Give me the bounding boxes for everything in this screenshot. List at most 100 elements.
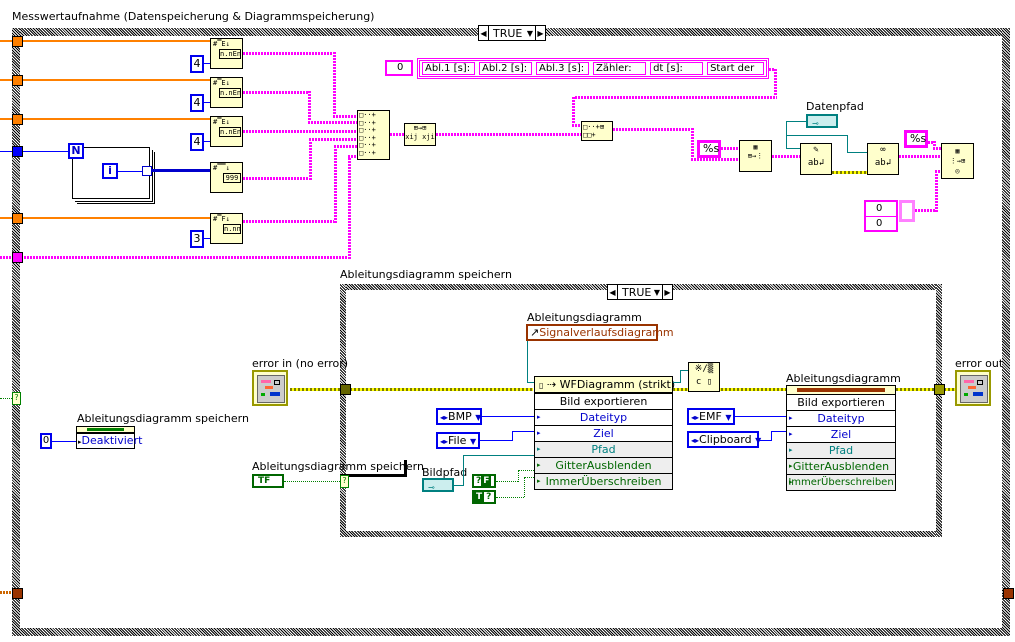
header-item[interactable]: dt [s]: (650, 62, 704, 75)
wire-target-2h (771, 431, 786, 432)
loop-count-terminal: N (68, 143, 84, 159)
header-item[interactable]: Abl.3 [s]: (536, 62, 590, 75)
array-constant-2d[interactable]: 0 0 (864, 200, 898, 232)
transpose-array-node[interactable]: ⊞→⊞xij xji (404, 123, 436, 146)
array-to-spreadsheet-string-node[interactable]: ▦⊞→⋮ (739, 140, 772, 172)
decrement-arrow-icon[interactable]: ◀ (608, 285, 618, 299)
datenpfad-path-control[interactable]: ⊸ (806, 114, 838, 128)
param-gitter[interactable]: ▸GitterAusblenden (535, 458, 672, 474)
param-gitter[interactable]: ▸GitterAusblenden (787, 459, 895, 475)
inner-case-selector[interactable]: ◀ TRUE ▼ ▶ (607, 284, 673, 300)
case-value: TRUE (493, 26, 523, 40)
outer-frame-bottom (12, 628, 1010, 636)
bool-control-terminal[interactable]: TF (252, 474, 284, 488)
filetype-enum-2[interactable]: ◂▸EMF ▼ (687, 408, 735, 425)
property-class-bar (87, 428, 124, 431)
dropdown-arrow-icon[interactable]: ▼ (526, 28, 533, 38)
reference-arrow-icon: ↗ (530, 326, 540, 339)
wire-pink-ba2-h (691, 158, 739, 161)
wire-pink-fmt1 (721, 147, 739, 150)
param-ueberschreiben[interactable]: ▸ImmerÜberschreiben (787, 475, 895, 490)
param-pfad[interactable]: ▸Pfad (787, 443, 895, 459)
array-index-1[interactable]: 0 (866, 202, 896, 217)
build-array-node[interactable]: □··+□··+□··+□··+□··+□··+ (357, 110, 390, 160)
property-node-header[interactable] (76, 426, 135, 433)
decrement-arrow-icon[interactable]: ◀ (479, 26, 489, 40)
wire-pink-input (0, 256, 350, 259)
format-string-constant-2[interactable]: %s (904, 130, 928, 148)
wire-pink-f4h (309, 138, 358, 141)
wire-pink-f5v (334, 145, 337, 223)
error-in-cluster[interactable] (252, 370, 288, 406)
invoke-node-1-header[interactable]: ▯ ⇢ WFDiagramm (strikt) (534, 376, 675, 393)
wire-orange-1 (0, 40, 210, 42)
chart-reference-constant[interactable]: ↗Signalverlaufsdiagramm (526, 324, 674, 341)
wire-orange-3 (0, 118, 210, 120)
array-index-2[interactable]: 0 (876, 218, 883, 229)
case-selector-line (340, 460, 407, 477)
bool-false-constant[interactable]: ?F (472, 474, 496, 488)
param-dateityp[interactable]: ▸Dateityp (535, 410, 672, 426)
param-ueberschreiben[interactable]: ▸ImmerÜberschreiben (535, 474, 672, 489)
param-ziel[interactable]: ▸Ziel (787, 427, 895, 443)
build-array-concat-node[interactable]: □··+⊞□□+ (581, 121, 613, 141)
param-pfad[interactable]: ▸Pfad (535, 442, 672, 458)
invoke-node-1-body[interactable]: Bild exportieren ▸Dateityp ▸Ziel ▸Pfad ▸… (534, 393, 673, 490)
tunnel-orange-3 (12, 114, 23, 125)
header-array-constant[interactable]: Abl.1 [s]: Abl.2 [s]: Abl.3 [s]: Zähler:… (417, 58, 769, 79)
precision-constant-5[interactable]: 3 (190, 230, 204, 248)
read-text-file-node[interactable]: ∞ab↲ (867, 143, 899, 175)
tunnel-orange-2 (12, 75, 23, 86)
invoke-node-2-body[interactable]: Bild exportieren ▸Dateityp ▸Ziel ▸Pfad ▸… (786, 394, 896, 491)
array-element-constant[interactable] (899, 200, 915, 222)
header-item[interactable]: Abl.1 [s]: (422, 62, 476, 75)
case-selector-terminal-outer: ? (12, 392, 21, 405)
precision-constant-2[interactable]: 4 (190, 94, 204, 112)
wire-teal-close-v (680, 370, 681, 383)
param-ziel[interactable]: ▸Ziel (535, 426, 672, 442)
increment-arrow-icon[interactable]: ▶ (535, 26, 545, 40)
number-to-exp-string-node-1[interactable]: #▔E↓n.nEn (210, 38, 243, 69)
bildpfad-path-control[interactable]: ⊸ (422, 478, 454, 492)
property-node-label: Ableitungsdiagramm speichern (77, 412, 249, 425)
target-enum-2[interactable]: ◂▸Clipboard ▼ (687, 431, 761, 448)
inner-frame-right (936, 284, 942, 537)
format-string-constant-1[interactable]: %s (697, 140, 721, 158)
wire-bool-false-v (518, 470, 519, 482)
number-to-exp-string-node-3[interactable]: #▔E↓n.nEn (210, 116, 243, 147)
close-reference-node[interactable]: ※/▒c ▯ (688, 362, 720, 392)
header-item[interactable]: Start der (707, 62, 765, 75)
bool-true-constant[interactable]: T? (472, 490, 496, 504)
outer-frame-left (12, 28, 20, 636)
target-enum-1[interactable]: ◂▸File ▼ (436, 432, 480, 449)
precision-constant-1[interactable]: 4 (190, 55, 204, 73)
wire-pink-hdr-h2 (572, 124, 582, 127)
param-dateityp[interactable]: ▸Dateityp (787, 411, 895, 427)
increment-arrow-icon[interactable]: ▶ (662, 285, 672, 299)
case-selector-terminal-inner: ? (340, 475, 349, 488)
spreadsheet-string-to-array-node[interactable]: ▦⋮→⊞◎ (941, 143, 974, 179)
error-out-cluster[interactable] (955, 370, 991, 406)
header-item[interactable]: Zähler: (593, 62, 647, 75)
dropdown-arrow-icon[interactable]: ▼ (653, 287, 660, 297)
header-array-index[interactable]: 0 (385, 60, 413, 76)
tunnel-blue (12, 146, 23, 157)
write-text-file-node[interactable]: ✎ab↲ (800, 143, 832, 175)
path-icon: ⊸ (812, 119, 819, 128)
tunnel-error-out (934, 384, 945, 395)
precision-constant-3[interactable]: 4 (190, 133, 204, 151)
wire-pink-f1v (333, 52, 336, 117)
property-disabled[interactable]: ▸Deaktiviert (76, 433, 143, 449)
number-to-fract-string-node[interactable]: #▔F↓n.nn (210, 213, 243, 244)
wire-teal-close (673, 382, 681, 383)
wire-pink-f4v (309, 138, 312, 180)
wire-teal-h4 (786, 148, 800, 149)
outer-case-selector[interactable]: ◀ TRUE ▼ ▶ (478, 25, 546, 41)
wire-pink-ss (772, 155, 800, 158)
number-to-decimal-string-node[interactable]: #▔▔↓999 (210, 162, 243, 193)
number-to-exp-string-node-2[interactable]: #▔E↓n.nEn (210, 77, 243, 108)
property-constant[interactable]: 0 (40, 433, 52, 449)
filetype-enum-1[interactable]: ◂▸BMP ▼ (436, 408, 482, 425)
wire-pink-arr-v (935, 170, 938, 212)
header-item[interactable]: Abl.2 [s]: (479, 62, 533, 75)
